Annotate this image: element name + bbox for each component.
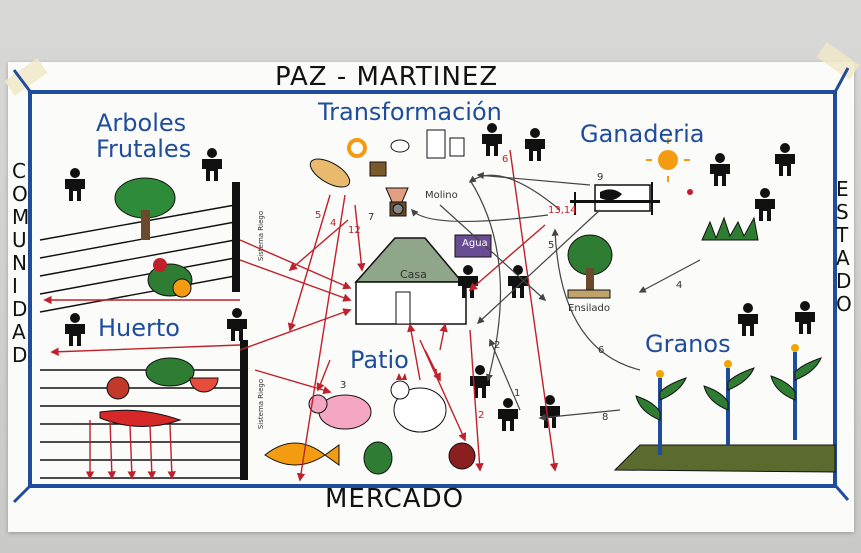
arboles-frutales-area <box>39 177 240 313</box>
flow-number: 8 <box>602 412 609 423</box>
label-ensilado: Ensilado <box>568 303 611 314</box>
transformacion-items <box>309 129 465 188</box>
left-side-letter: M <box>12 205 30 229</box>
section-granos: Granos <box>645 330 731 358</box>
left-side-letter: O <box>12 182 28 206</box>
label-sistema-riego-2: Sistema Riego <box>257 378 266 430</box>
molino-drawing <box>385 187 409 217</box>
flow-number: 1 <box>514 388 521 399</box>
gray-flow-arrows <box>411 171 701 422</box>
flow-number: 5 <box>315 210 322 221</box>
section-arboles-line2: Frutales <box>96 135 192 163</box>
label-molino: Molino <box>425 190 458 201</box>
flow-number: 7 <box>368 212 375 223</box>
flow-number: 13,14 <box>548 205 577 216</box>
poster-border <box>28 90 837 488</box>
section-patio: Patio <box>350 346 409 374</box>
left-side-letter: I <box>12 274 18 298</box>
label-agua: Agua <box>462 238 488 249</box>
flow-number: 1 <box>433 368 440 379</box>
left-side-letter: A <box>12 320 26 344</box>
flow-number: 4 <box>330 218 337 229</box>
left-side-letter: C <box>12 159 26 183</box>
flow-number: 5 <box>548 240 555 251</box>
red-flow-arrows <box>43 149 559 482</box>
section-ganaderia: Ganaderia <box>580 120 705 148</box>
left-side-letter: U <box>12 228 27 252</box>
poster-title: PAZ - MARTINEZ <box>275 62 499 92</box>
right-side-letter: D <box>836 269 852 293</box>
flow-number: 12 <box>348 225 361 236</box>
patio-drawing <box>264 373 476 475</box>
label-sistema-riego-1: Sistema Riego <box>257 210 266 262</box>
left-side-letter: D <box>12 343 28 367</box>
label-casa: Casa <box>400 268 427 281</box>
right-side-letter: O <box>836 292 852 316</box>
huerto-area <box>40 340 248 480</box>
flow-number: 2 <box>478 410 485 421</box>
section-arboles: Arboles Frutales <box>96 110 191 162</box>
left-side-letter: D <box>12 297 28 321</box>
right-side-letter: S <box>836 200 849 224</box>
ganaderia-drawing <box>567 138 759 299</box>
flow-number: 9 <box>597 172 604 183</box>
flow-number: 6 <box>598 345 605 356</box>
section-transformacion: Transformación <box>318 98 502 126</box>
left-side-letter: N <box>12 251 27 275</box>
right-side-letter: A <box>836 246 850 270</box>
section-arboles-line1: Arboles <box>96 109 187 137</box>
granos-drawing <box>613 344 836 473</box>
bottom-label: MERCADO <box>325 484 465 514</box>
flow-number: 4 <box>676 280 683 291</box>
right-side-letter: E <box>836 177 849 201</box>
section-huerto: Huerto <box>98 314 180 342</box>
flow-number: 2 <box>494 340 501 351</box>
flow-number: 6 <box>502 154 509 165</box>
right-side-letter: T <box>836 223 849 247</box>
flow-number: 3 <box>340 380 347 391</box>
